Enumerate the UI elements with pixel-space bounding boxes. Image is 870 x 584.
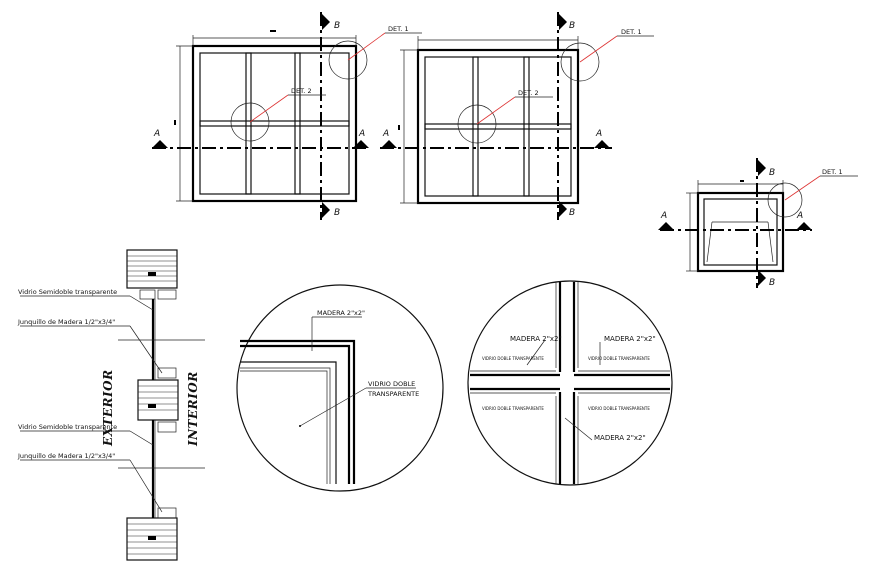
note-vidrio-semidoble-1: Vidrio Semidoble transparente: [18, 288, 117, 296]
note-junquillo-1: Junquillo de Madera 1/2"x3/4": [17, 318, 115, 326]
section-a-label-right-3: A: [796, 211, 803, 221]
section-b-label-top-2: B: [569, 21, 575, 31]
section-b-label-bottom-2: B: [569, 208, 575, 218]
det1-label-1: DET. 1: [388, 25, 409, 33]
detail-1-corner: [236, 284, 444, 492]
section-b-label-bottom-1: B: [334, 208, 340, 218]
section-b-label-top-1: B: [334, 21, 340, 31]
det2-label-1: DET. 2: [291, 87, 312, 95]
madera-label-det2-right: MADERA 2"x2": [604, 335, 656, 343]
section-b-label-top-3: B: [769, 168, 775, 178]
vertical-section: [20, 249, 205, 561]
exterior-label: EXTERIOR: [101, 369, 115, 447]
window-elevation-small: [658, 158, 858, 288]
section-a-label-left-2: A: [382, 129, 389, 139]
vidrio-label-tr: VIDRIO DOBLE TRANSPARENTE: [588, 356, 650, 361]
det1-label-3: DET. 1: [822, 168, 843, 176]
window-elevation-2: [380, 12, 654, 220]
section-a-label-left-3: A: [660, 211, 667, 221]
det2-label-2: DET. 2: [518, 89, 539, 97]
det1-label-2: DET. 1: [621, 28, 642, 36]
note-junquillo-2: Junquillo de Madera 1/2"x3/4": [17, 452, 115, 460]
transparente-label: TRANSPARENTE: [367, 390, 419, 398]
section-a-label-right-2: A: [595, 129, 602, 139]
vidrio-label-br: VIDRIO DOBLE TRANSPARENTE: [588, 406, 650, 411]
interior-label: INTERIOR: [186, 371, 200, 447]
madera-label-det2-left: MADERA 2"x2": [510, 335, 562, 343]
window-elevation-1: [152, 12, 422, 220]
section-a-label-right-1: A: [358, 129, 365, 139]
madera-label-det1: MADERA 2"x2": [317, 309, 365, 317]
vidrio-label-tl: VIDRIO DOBLE TRANSPARENTE: [482, 356, 544, 361]
vidrio-doble-label: VIDRIO DOBLE: [368, 380, 415, 388]
section-a-label-left-1: A: [153, 129, 160, 139]
note-vidrio-semidoble-2: Vidrio Semidoble transparente: [18, 423, 117, 431]
vidrio-label-bl: VIDRIO DOBLE TRANSPARENTE: [482, 406, 544, 411]
section-b-label-bottom-3: B: [769, 278, 775, 288]
madera-label-det2-bottom: MADERA 2"x2": [594, 434, 646, 442]
detail-2-cross: [467, 280, 673, 486]
